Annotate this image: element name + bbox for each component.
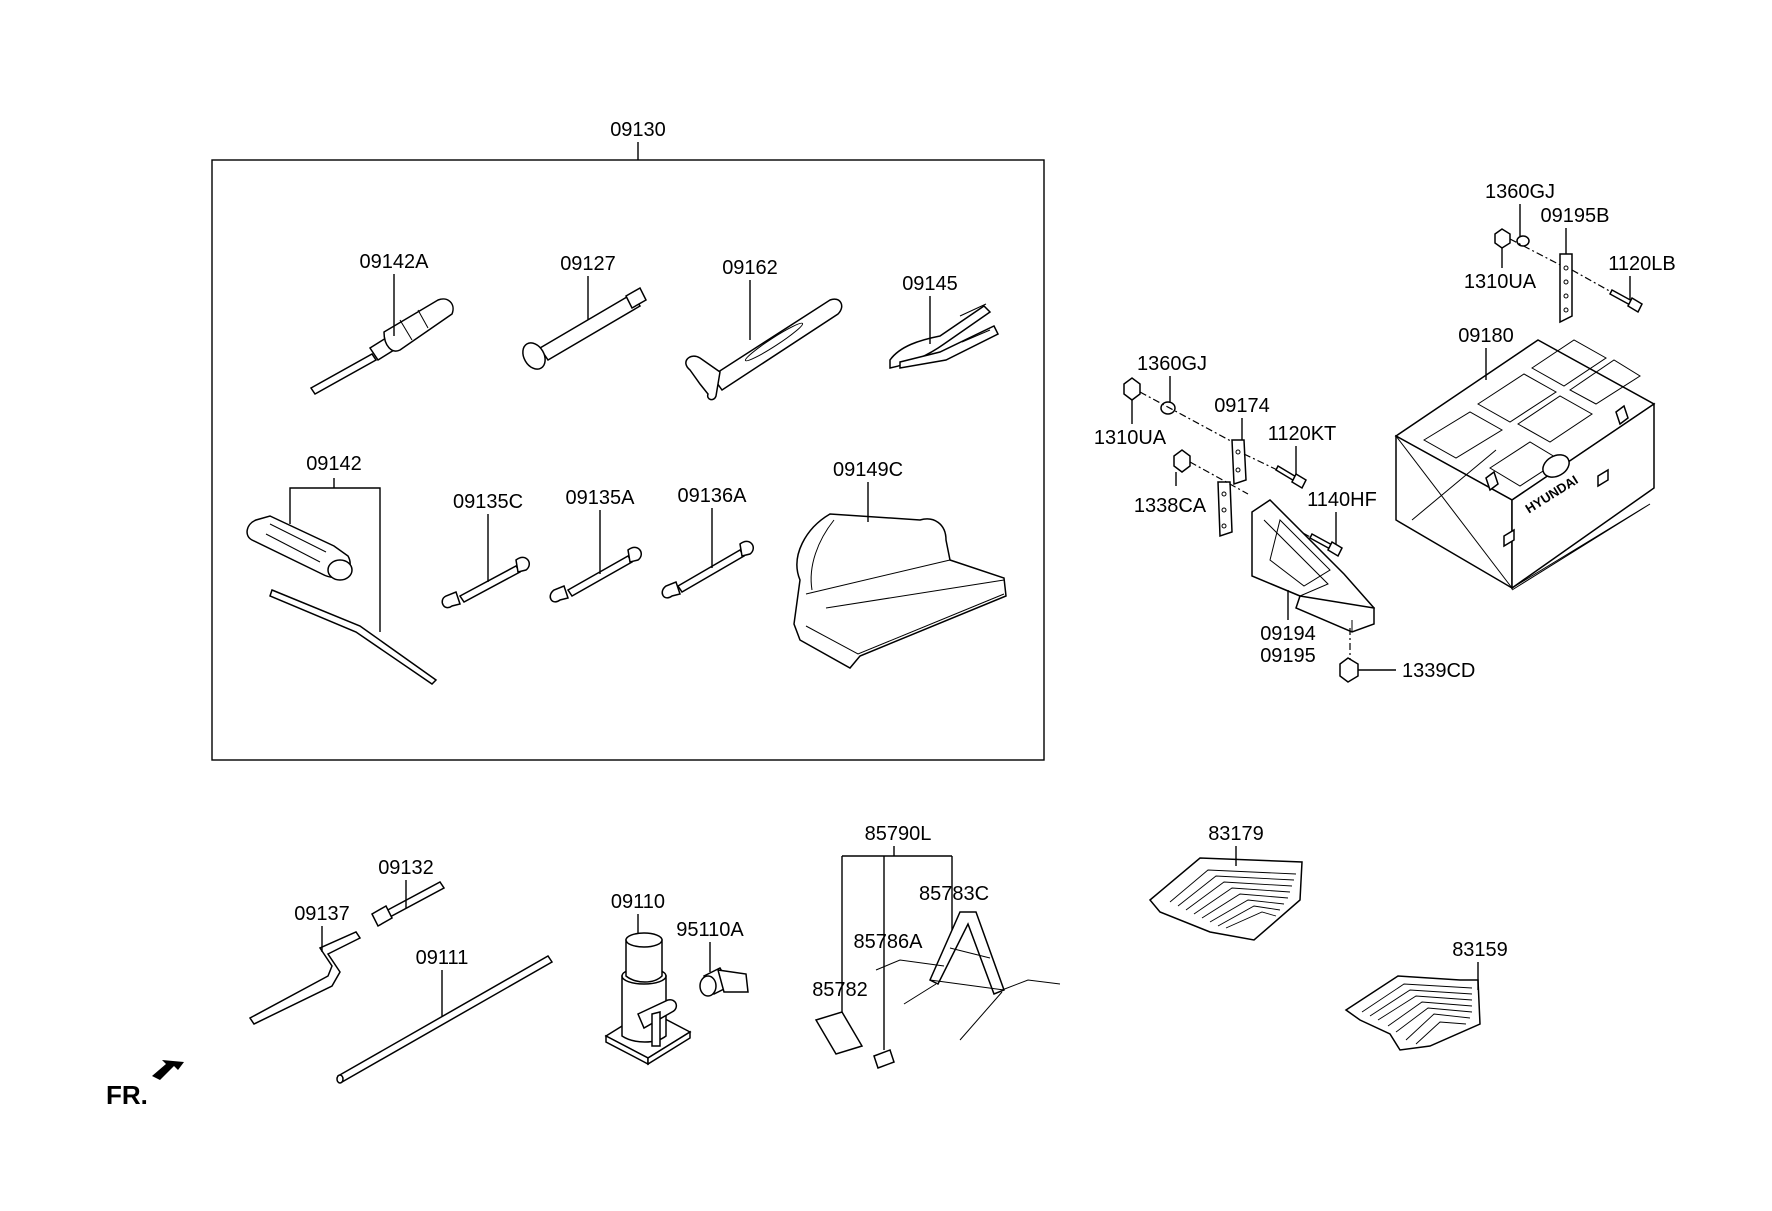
label-09130[interactable]: 09130 bbox=[610, 119, 666, 141]
jack-handle-set-drawing bbox=[248, 881, 554, 1084]
label-09149C[interactable]: 09149C bbox=[833, 459, 903, 481]
label-09111[interactable]: 09111 bbox=[416, 947, 469, 969]
bottle-jack-09110-drawing bbox=[604, 932, 692, 1066]
label-1310UA[interactable]: 1310UA bbox=[1094, 427, 1167, 449]
leader-09142 bbox=[289, 487, 381, 632]
warning-triangle-set-drawing bbox=[814, 911, 1061, 1069]
label-85782[interactable]: 85782 bbox=[812, 979, 868, 1001]
label-09132[interactable]: 09132 bbox=[378, 857, 434, 879]
mid-bracket-hardware-drawing bbox=[1123, 377, 1376, 683]
label-1360GJ-top[interactable]: 1360GJ bbox=[1485, 181, 1555, 203]
tool-box-09180-drawing: HYUNDAI bbox=[1394, 339, 1656, 591]
label-1120LB[interactable]: 1120LB bbox=[1608, 253, 1675, 275]
label-09194[interactable]: 09194 bbox=[1260, 623, 1316, 645]
label-09135C[interactable]: 09135C bbox=[453, 491, 523, 513]
label-09195B[interactable]: 09195B bbox=[1541, 205, 1610, 227]
label-09195[interactable]: 09195 bbox=[1260, 645, 1316, 667]
label-95110A[interactable]: 95110A bbox=[676, 919, 744, 941]
tool-bag-09149C-drawing bbox=[793, 513, 1007, 669]
label-1360GJ[interactable]: 1360GJ bbox=[1137, 353, 1207, 375]
front-arrow-icon bbox=[152, 1060, 184, 1080]
socket-wrench-09127-drawing bbox=[522, 286, 647, 370]
label-1120KT[interactable]: 1120KT bbox=[1268, 423, 1337, 445]
label-1310UA-top[interactable]: 1310UA bbox=[1464, 271, 1537, 293]
adapter-95110A-drawing bbox=[699, 967, 749, 997]
label-1338CA[interactable]: 1338CA bbox=[1134, 495, 1207, 517]
floor-mat-83179-drawing bbox=[1148, 857, 1303, 941]
floor-mat-83159-drawing bbox=[1344, 975, 1481, 1051]
label-83159[interactable]: 83159 bbox=[1452, 939, 1508, 961]
label-09137[interactable]: 09137 bbox=[294, 903, 350, 925]
label-09174[interactable]: 09174 bbox=[1214, 395, 1270, 417]
label-09180[interactable]: 09180 bbox=[1458, 325, 1514, 347]
label-1339CD[interactable]: 1339CD bbox=[1402, 660, 1475, 682]
label-09142A[interactable]: 09142A bbox=[360, 251, 430, 273]
label-09127[interactable]: 09127 bbox=[560, 253, 616, 275]
tool-kit-frame bbox=[211, 159, 1045, 761]
label-09110[interactable]: 09110 bbox=[611, 891, 665, 913]
label-83179[interactable]: 83179 bbox=[1208, 823, 1264, 845]
label-09162[interactable]: 09162 bbox=[722, 257, 778, 279]
label-85786A[interactable]: 85786A bbox=[854, 931, 924, 953]
pliers-09145-drawing bbox=[889, 303, 1000, 369]
wrench-09136A-drawing bbox=[661, 540, 754, 599]
adjustable-wrench-09162-drawing bbox=[685, 298, 843, 401]
screwdriver-09142-drawing bbox=[246, 515, 438, 685]
label-1140HF[interactable]: 1140HF bbox=[1307, 489, 1377, 511]
label-85783C[interactable]: 85783C bbox=[919, 883, 989, 905]
top-bracket-hardware-drawing bbox=[1494, 228, 1643, 324]
orientation-label: FR. bbox=[106, 1080, 148, 1110]
label-09145[interactable]: 09145 bbox=[902, 273, 958, 295]
wrench-09135C-drawing bbox=[441, 556, 530, 609]
label-85790L[interactable]: 85790L bbox=[865, 823, 932, 845]
screwdriver-09142A-drawing bbox=[309, 298, 454, 395]
label-09142[interactable]: 09142 bbox=[306, 453, 362, 475]
wrench-09135A-drawing bbox=[549, 546, 642, 603]
label-09136A[interactable]: 09136A bbox=[678, 485, 748, 507]
label-09135A[interactable]: 09135A bbox=[566, 487, 636, 509]
